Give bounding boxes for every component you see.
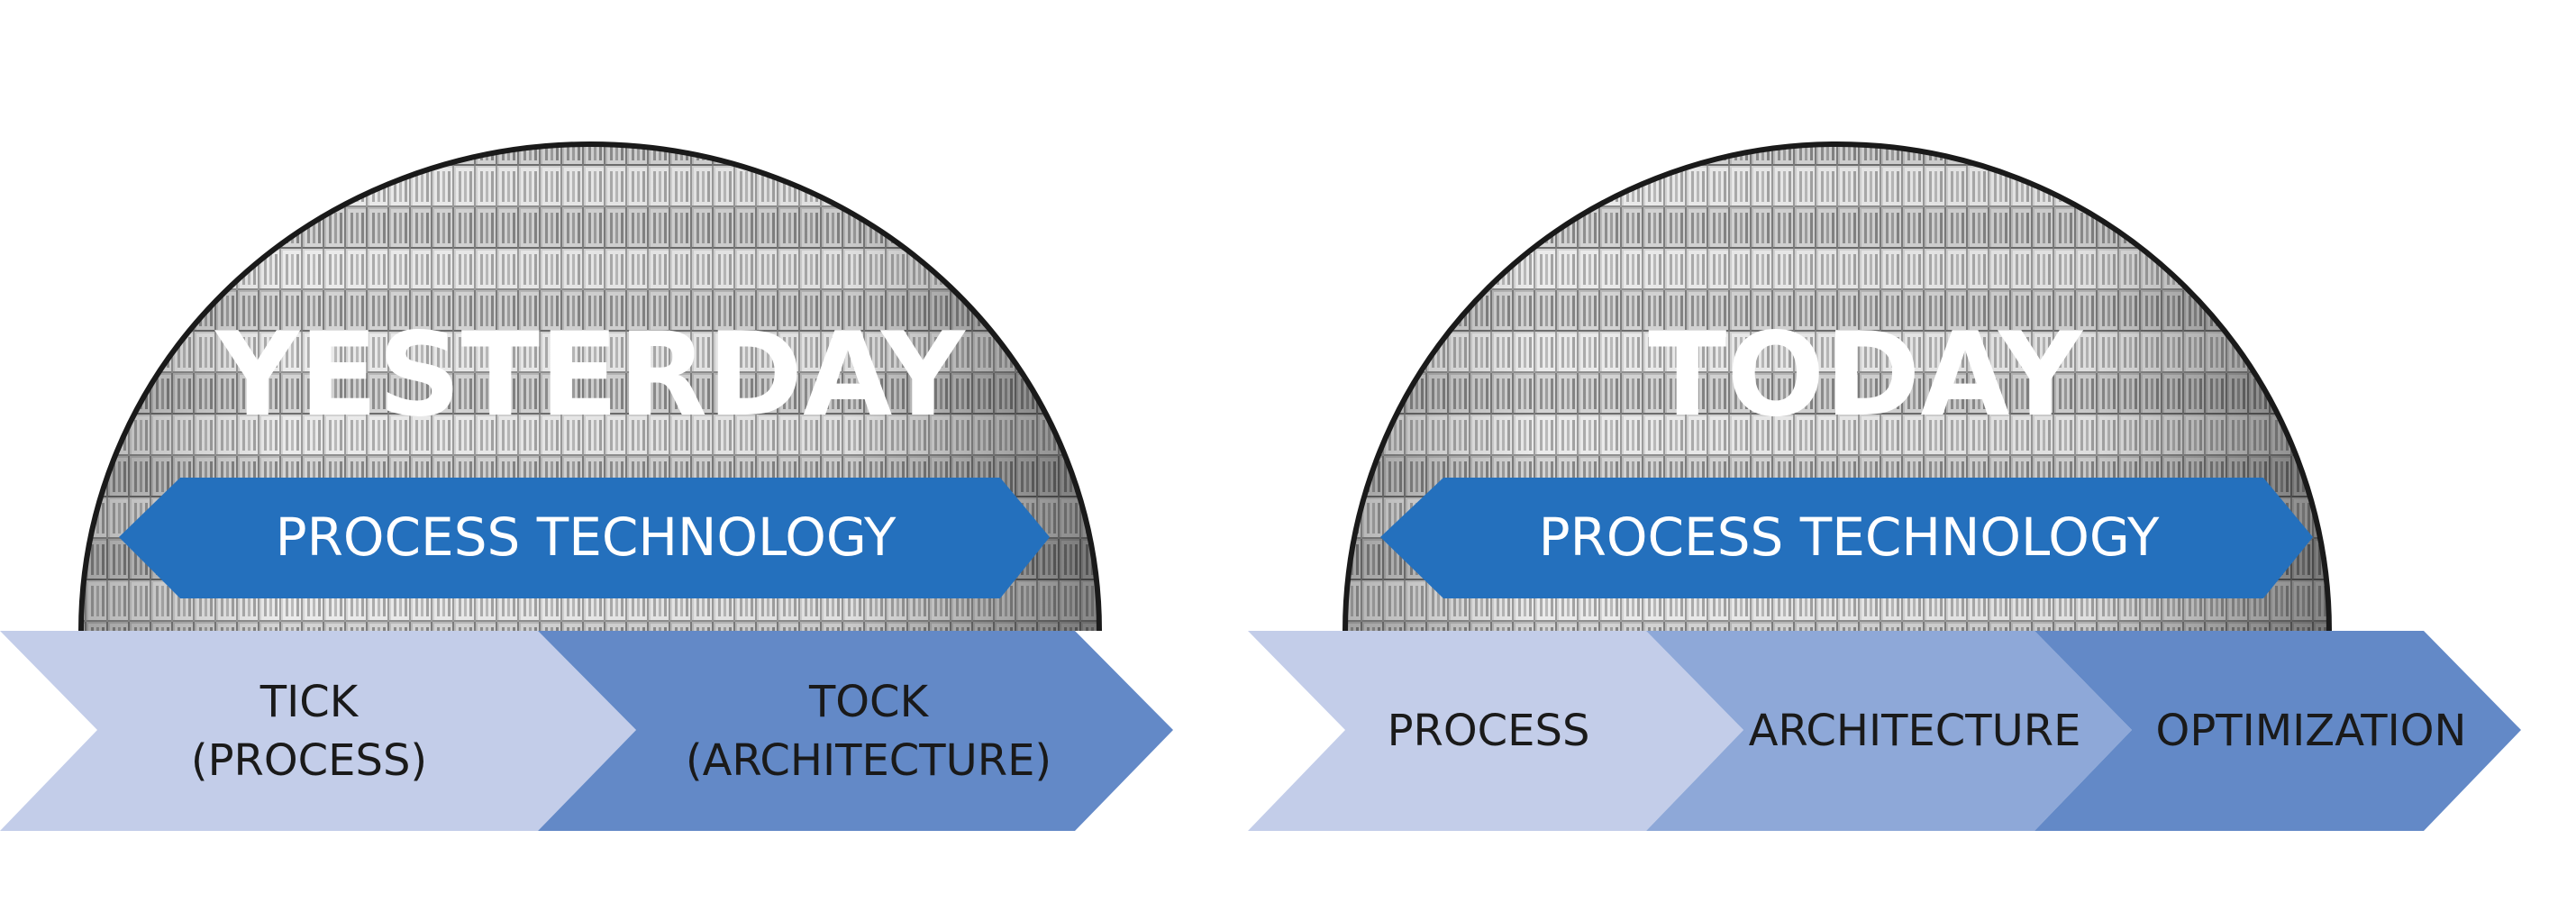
optimization-step-label: OPTIMIZATION (2156, 706, 2467, 756)
process-technology-banner-left (119, 478, 1050, 598)
today-heading: TODAY (1648, 308, 2083, 442)
tock-label-line2: (ARCHITECTURE) (686, 735, 1051, 786)
banner-right-label: PROCESS TECHNOLOGY (1539, 506, 2160, 568)
tick-label-line2: (PROCESS) (191, 735, 427, 786)
optimization-chevron (2034, 631, 2521, 831)
process-technology-banner-right (1380, 478, 2313, 598)
architecture-step-label: ARCHITECTURE (1749, 706, 2081, 756)
tick-label-line1: TICK (259, 677, 360, 727)
tick-chevron (0, 631, 636, 831)
banner-left-label: PROCESS TECHNOLOGY (276, 506, 897, 568)
yesterday-heading: YESTERDAY (214, 308, 966, 442)
tock-label-line1: TOCK (808, 677, 930, 727)
tock-chevron (538, 631, 1173, 831)
process-step-label: PROCESS (1388, 706, 1590, 756)
architecture-chevron (1646, 631, 2132, 831)
process-chevron (1248, 631, 1743, 831)
